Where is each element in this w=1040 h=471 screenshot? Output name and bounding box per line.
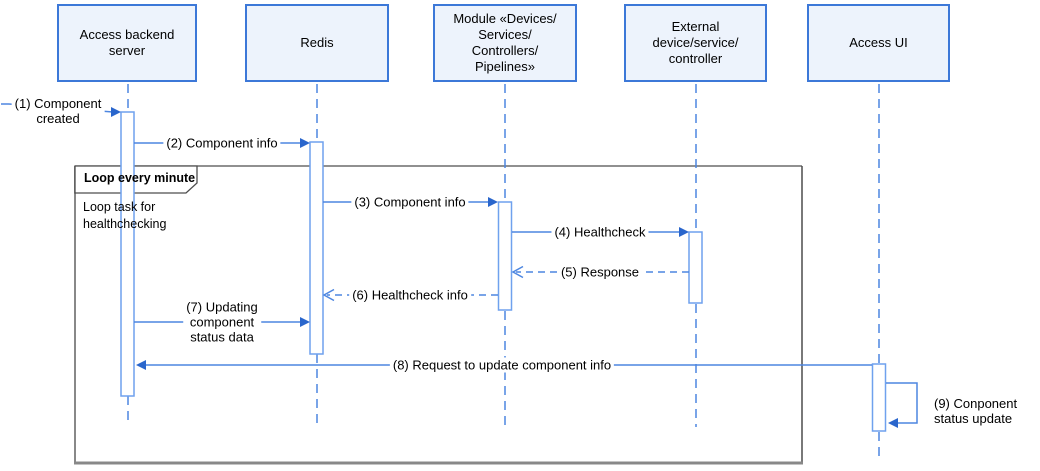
activation-access-backend-server [120, 111, 135, 397]
message-5-label: (5) Response [557, 264, 643, 280]
activation-access-ui [871, 363, 887, 432]
lifelines [127, 84, 880, 456]
participant-access-backend-server: Access backend server [57, 4, 197, 82]
message-7-arrowhead [300, 317, 310, 327]
loop-frame [74, 165, 803, 465]
activation-redis [309, 141, 324, 355]
activation-module [497, 201, 513, 311]
message-9-label: (9) Conponent status update [931, 396, 1021, 426]
message-1-label: (1) Component created [11, 96, 105, 126]
participant-label: External device/service/ controller [652, 19, 739, 66]
loop-frame-tab [74, 165, 198, 194]
participant-module-devices-services: Module «Devices/ Services/ Controllers/ … [433, 4, 577, 82]
participant-redis: Redis [245, 4, 389, 82]
message-5-open-arrowhead [511, 265, 524, 279]
activation-external [688, 231, 703, 304]
loop-frame-note: Loop task for healthchecking [83, 200, 167, 231]
message-3-arrowhead [488, 197, 498, 207]
messages [1, 103, 918, 428]
message-6-open-arrowhead [322, 288, 335, 302]
message-4-arrowhead [679, 227, 689, 237]
message-6-label: (6) Healthcheck info [349, 287, 471, 303]
message-4-label: (4) Healthcheck [551, 224, 649, 240]
message-9-self-loop [886, 382, 918, 424]
activation-bars [120, 111, 887, 432]
message-1-arrowhead [111, 107, 121, 117]
message-8-arrowhead [136, 360, 146, 370]
message-7-label: (7) Updating component status data [183, 299, 261, 345]
message-8-label: (8) Request to update component info [389, 357, 615, 373]
message-3-label: (3) Component info [351, 194, 469, 210]
participant-external-device-service-controller: External device/service/ controller [624, 4, 767, 82]
message-9-arrowhead [888, 418, 898, 428]
message-2-label: (2) Component info [163, 135, 281, 151]
participant-label: Redis [300, 35, 334, 50]
participant-label: Module «Devices/ Services/ Controllers/ … [453, 11, 557, 74]
participant-label: Access UI [849, 35, 908, 50]
message-2-arrowhead [300, 138, 310, 148]
participant-label: Access backend server [79, 27, 175, 58]
participant-access-ui: Access UI [807, 4, 950, 82]
loop-frame-title: Loop every minute [84, 171, 196, 185]
